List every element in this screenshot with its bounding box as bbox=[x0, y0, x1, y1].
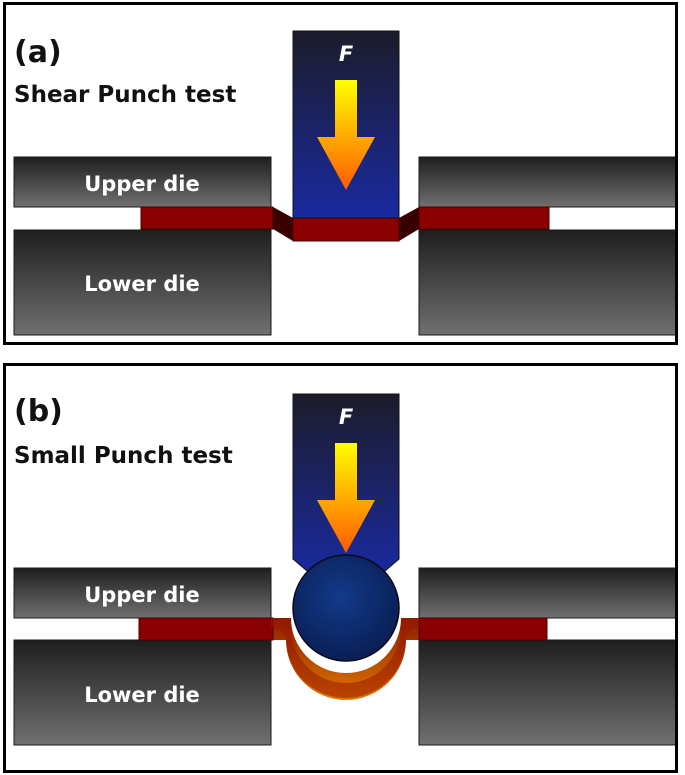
force-arrow-icon bbox=[317, 80, 375, 190]
punched-disc bbox=[292, 217, 400, 242]
panel-title: Shear Punch test bbox=[14, 82, 236, 108]
specimen-bend bbox=[271, 618, 419, 698]
force-label: F bbox=[339, 42, 354, 66]
lower-die-left bbox=[13, 639, 272, 746]
upper-die-left bbox=[13, 156, 272, 208]
panel-title: Small Punch test bbox=[14, 443, 233, 469]
upper-die-right bbox=[418, 156, 675, 208]
specimen-left bbox=[138, 617, 274, 641]
upper-die-label: Upper die bbox=[84, 583, 200, 607]
panel-small-punch: (b) Small Punch test F Upper die Lower d… bbox=[3, 363, 678, 773]
lower-die-label: Lower die bbox=[84, 272, 200, 296]
panel-shear-punch: (a) Shear Punch test F Upper die Lower d… bbox=[3, 2, 678, 345]
specimen-left bbox=[140, 206, 274, 230]
upper-die-label: Upper die bbox=[84, 172, 200, 196]
shear-punch-diagram: (a) Shear Punch test F Upper die Lower d… bbox=[13, 30, 675, 336]
specimen-right bbox=[418, 617, 548, 641]
small-punch-diagram: (b) Small Punch test F Upper die Lower d… bbox=[13, 393, 675, 746]
panel-letter: (b) bbox=[14, 394, 63, 429]
specimen-right bbox=[418, 206, 550, 230]
shear-zone-left bbox=[273, 207, 293, 241]
lower-die-label: Lower die bbox=[84, 683, 200, 707]
force-label: F bbox=[339, 405, 354, 429]
punch-ball bbox=[292, 554, 400, 662]
lower-die-left bbox=[13, 229, 272, 336]
upper-die-left bbox=[13, 567, 272, 619]
lower-die-right bbox=[418, 639, 675, 746]
force-arrow-icon bbox=[317, 443, 375, 553]
panel-letter: (a) bbox=[14, 35, 62, 70]
shear-zone-right bbox=[399, 207, 419, 241]
lower-die-right bbox=[418, 229, 675, 336]
upper-die-right bbox=[418, 567, 675, 619]
